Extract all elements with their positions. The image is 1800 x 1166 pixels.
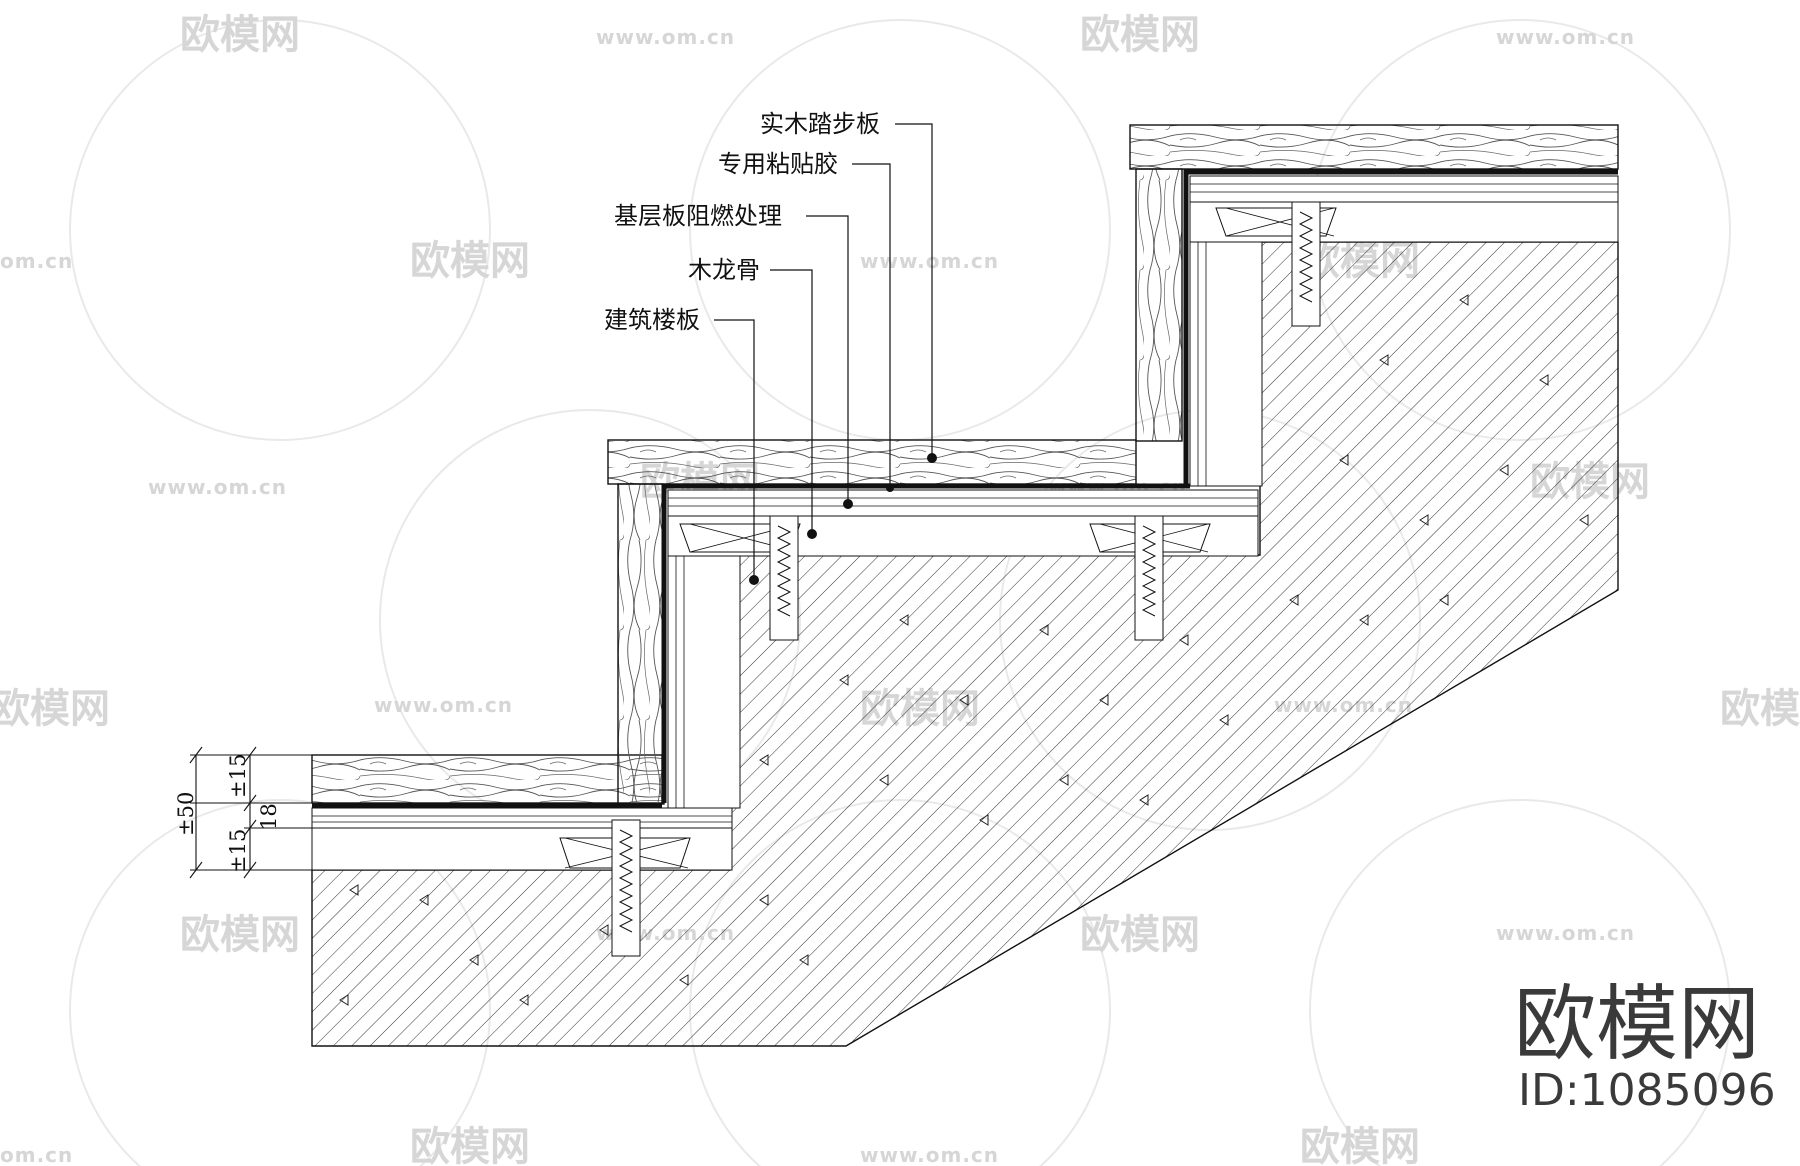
watermark-brand-text: 欧模网 xyxy=(410,238,530,284)
brand-mark: 欧模网 ID:1085096 xyxy=(1514,977,1776,1116)
dim-middle: 18 xyxy=(257,803,281,830)
brand-name: 欧模网 xyxy=(1514,977,1760,1072)
watermark-brand-text: 欧模网 xyxy=(1080,12,1200,58)
leader-lines xyxy=(714,123,933,580)
dim-total: ±50 xyxy=(174,792,198,836)
lower-floor-finish xyxy=(311,754,733,957)
dim-bottom: ±15 xyxy=(226,829,250,873)
label-solid-wood-tread: 实木踏步板 xyxy=(760,110,880,138)
brand-id: ID:1085096 xyxy=(1518,1065,1776,1116)
watermark-url: www.om.cn xyxy=(374,693,513,717)
watermark-brand-text: 欧模网 xyxy=(180,912,300,958)
watermark-brand-text: 欧模网 xyxy=(410,1124,530,1166)
watermark-url: www.om.cn xyxy=(860,1143,999,1166)
label-base-board-fireproof: 基层板阻燃处理 xyxy=(614,202,782,230)
label-adhesive: 专用粘贴胶 xyxy=(718,150,838,178)
watermark-url: www.om.cn xyxy=(1496,25,1635,49)
watermark-url: www.om.cn xyxy=(1496,921,1635,945)
watermark-url: www.om.cn xyxy=(596,25,735,49)
watermark-url: om.cn xyxy=(0,1143,73,1166)
label-wood-keel: 木龙骨 xyxy=(688,256,760,284)
watermark-brand-text: 欧模网 xyxy=(1720,686,1800,732)
dim-top: ±15 xyxy=(226,754,250,798)
watermark-brand-text: 欧模网 xyxy=(1300,1124,1420,1166)
watermark-url: www.om.cn xyxy=(860,249,999,273)
watermark-url: www.om.cn xyxy=(148,475,287,499)
concrete-slab xyxy=(311,241,1619,1047)
dimension-lines xyxy=(189,746,312,879)
label-building-slab: 建筑楼板 xyxy=(604,306,700,334)
leader-dots xyxy=(749,453,937,585)
annotation-labels: 实木踏步板 专用粘贴胶 基层板阻燃处理 木龙骨 建筑楼板 xyxy=(604,110,880,334)
watermark-brand-text: 欧模网 xyxy=(180,12,300,58)
dimension-texts: ±50 ±15 18 ±15 xyxy=(174,754,281,873)
step-1 xyxy=(607,439,1259,809)
watermark-brand-text: 欧模网 xyxy=(0,686,110,732)
watermark-brand-text: 欧模网 xyxy=(1080,912,1200,958)
watermark-url: om.cn xyxy=(0,249,73,273)
step-2 xyxy=(1129,124,1619,487)
